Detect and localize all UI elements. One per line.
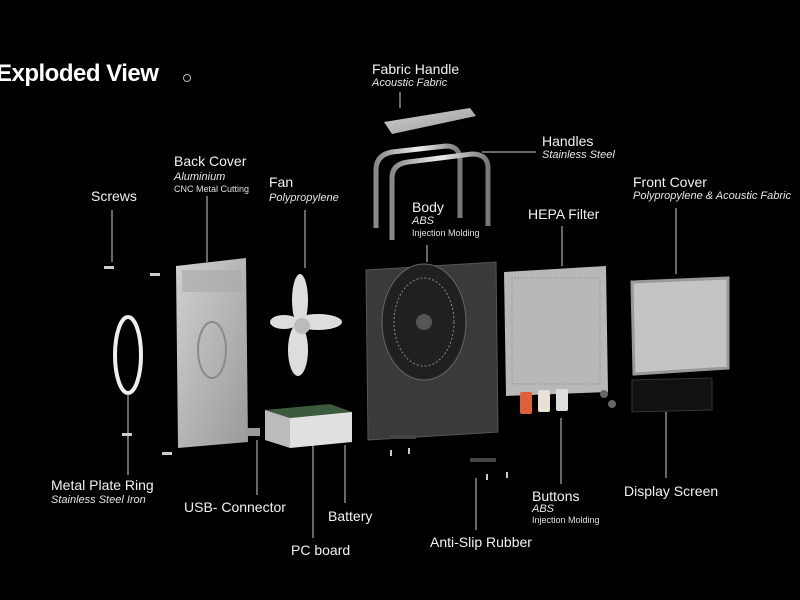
metal-plate-ring-label: Metal Plate Ring — [51, 477, 154, 493]
anti-slip-rubber-label: Anti-Slip Rubber — [430, 534, 532, 550]
battery-label: Battery — [328, 508, 373, 524]
body-material: ABS — [412, 215, 435, 227]
back-cover-process: CNC Metal Cutting — [174, 184, 250, 194]
body-process: Injection Molding — [412, 228, 480, 238]
fan-material: Polypropylene — [269, 192, 339, 204]
buttons-material: ABS — [532, 503, 555, 515]
back-cover-label: Back Cover — [174, 153, 247, 169]
buttons-label: Buttons — [532, 488, 580, 504]
handles-material: Stainless Steel — [542, 149, 615, 161]
metal-plate-ring-material: Stainless Steel Iron — [51, 494, 146, 506]
fabric-handle-material: Acoustic Fabric — [372, 77, 448, 89]
back-cover-material: Aluminium — [174, 171, 226, 183]
usb-connector-label: USB- Connector — [184, 499, 286, 515]
hepa-filter-label: HEPA Filter — [528, 206, 600, 222]
anti-slip-rubber-part — [390, 435, 508, 480]
pc-board-battery-part — [246, 404, 352, 448]
handles-part — [373, 143, 491, 240]
front-cover-label: Front Cover — [633, 174, 707, 190]
screws-part — [104, 266, 172, 455]
fabric-handle-part — [384, 108, 476, 134]
metal-plate-ring-part — [113, 315, 143, 395]
fan-label: Fan — [269, 174, 294, 190]
buttons-part — [520, 389, 616, 414]
leader-lines — [111, 92, 677, 538]
fabric-handle-label: Fabric Handle — [372, 61, 460, 77]
body-part — [365, 261, 499, 441]
display-screen-part — [631, 377, 713, 413]
handles-label: Handles — [542, 133, 594, 149]
back-cover-part — [176, 258, 248, 448]
body-label: Body — [412, 199, 444, 215]
buttons-process: Injection Molding — [532, 515, 600, 525]
front-cover-material: Polypropylene & Acoustic Fabric — [633, 190, 791, 202]
display-screen-label: Display Screen — [624, 483, 719, 499]
front-cover-part — [630, 276, 730, 376]
fan-part — [270, 274, 342, 376]
pc-board-label: PC board — [291, 542, 351, 558]
page-title: Exploded View — [0, 60, 159, 87]
screws-label: Screws — [91, 188, 137, 204]
circle-icon — [183, 74, 191, 82]
hepa-filter-part — [504, 266, 608, 396]
